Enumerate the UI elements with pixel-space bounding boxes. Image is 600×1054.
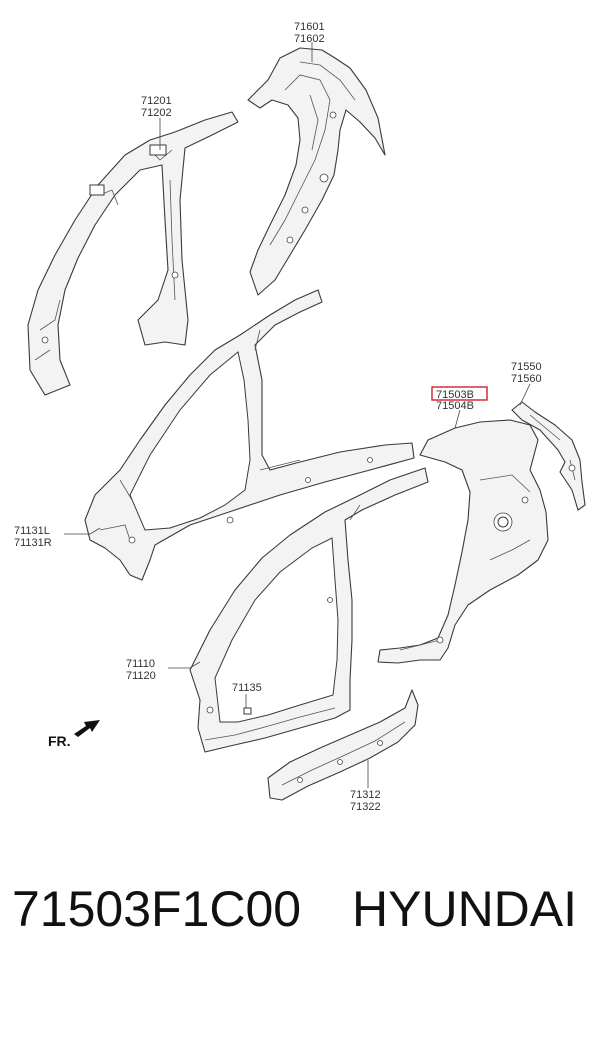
callout-71131l: 71131L xyxy=(14,525,50,537)
part-71601-rear-inner-panel xyxy=(247,47,386,296)
callout-71110: 71110 xyxy=(126,658,155,670)
callout-71201: 71201 xyxy=(141,95,172,107)
front-arrow-icon xyxy=(74,720,100,737)
callout-71312: 71312 xyxy=(350,789,381,801)
callout-71131r: 71131R xyxy=(14,537,52,549)
part-71550-bracket xyxy=(511,401,586,511)
part-71312-side-sill xyxy=(267,689,419,801)
callout-71503b: 71503B xyxy=(436,389,474,401)
front-direction-indicator: FR. xyxy=(48,720,100,749)
brand-name: HYUNDAI xyxy=(352,881,578,937)
callout-71202: 71202 xyxy=(141,107,172,119)
front-label: FR. xyxy=(48,733,71,749)
callout-71135: 71135 xyxy=(232,682,262,694)
part-71201-inner-pillar xyxy=(27,111,239,396)
leader-lines xyxy=(64,42,531,788)
callout-71503b-highlighted: 71503B xyxy=(431,386,488,401)
callout-71322: 71322 xyxy=(350,801,381,813)
part-71131-side-outer-rear xyxy=(84,289,415,581)
caption-bar: 71503F1C00 HYUNDAI xyxy=(0,880,600,960)
part-71110-front-side-outer xyxy=(189,467,429,753)
callout-71504b: 71504B xyxy=(436,400,474,412)
callout-71602: 71602 xyxy=(294,33,325,45)
part-71503b-rear-quarter-panel xyxy=(377,419,549,664)
callout-71550: 71550 xyxy=(511,361,542,373)
parts-diagram: 71601 71602 71201 71202 71550 71560 7150… xyxy=(14,21,586,813)
callout-71601: 71601 xyxy=(294,21,325,33)
callout-71560: 71560 xyxy=(511,373,542,385)
part-number: 71503F1C00 xyxy=(12,881,302,937)
callout-71120: 71120 xyxy=(126,670,156,682)
